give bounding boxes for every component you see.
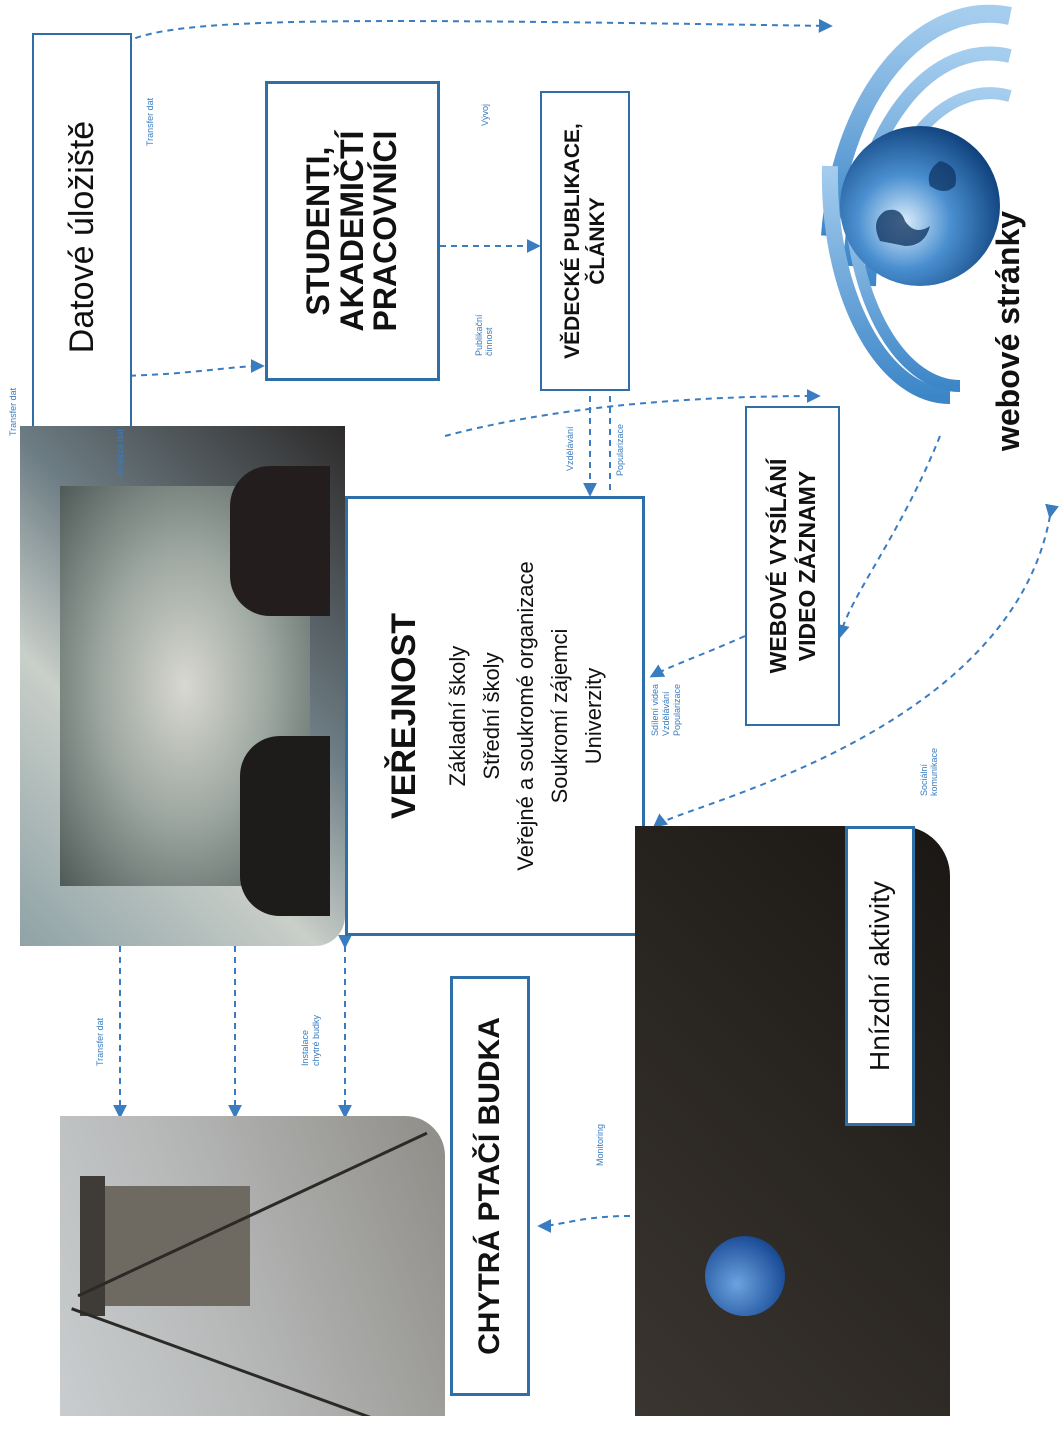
students-line-2: AKADEMIČTÍ <box>333 130 370 332</box>
label-publikacni: Publikační činnost <box>474 314 495 356</box>
data-storage-box: Datové úložiště <box>32 33 132 441</box>
webcast-line-1: WEBOVÉ VYSÍLÁNÍ <box>764 458 791 674</box>
edge-social <box>652 503 1059 828</box>
label-vzdelavani: Vzdělávání <box>565 426 575 471</box>
publications-box: VĚDECKÉ PUBLIKACE, ČLÁNKY <box>540 91 630 391</box>
label-vyvoj: Vývoj <box>480 103 490 126</box>
label-instalace-2: chytré budky <box>310 1014 321 1066</box>
label-monitoring: Monitoring <box>595 1123 605 1166</box>
public-item-5: Univerzity <box>581 667 607 765</box>
public-item-3: Veřejné a soukromé organizace <box>513 561 539 871</box>
label-sdileni: Sdílení videa Vzdělávání Popularizace <box>650 684 682 736</box>
public-title: VEŘEJNOST <box>385 613 424 819</box>
birdhouse-title: CHYTRÁ PTAČÍ BUDKA <box>473 1017 506 1355</box>
publications-line-1: VĚDECKÉ PUBLIKACE, <box>560 123 584 359</box>
label-sdileni-2: Vzdělávání <box>660 691 671 736</box>
edge-studenti-web <box>444 389 821 437</box>
label-publikacni-2: činnost <box>483 327 494 356</box>
label-popularizace: Popularizace <box>615 423 625 476</box>
public-photo <box>20 426 345 946</box>
label-transfer-budka: Transfer dat <box>95 1017 105 1066</box>
webcast-box: WEBOVÉ VYSÍLÁNÍ VIDEO ZÁZNAMY <box>745 406 840 726</box>
nesting-title: Hnízdní aktivity <box>864 881 895 1071</box>
public-item-1: Základní školy <box>445 645 471 787</box>
label-sdileni-3: Popularizace <box>671 683 682 736</box>
globe-icon <box>821 4 1012 405</box>
label-instalace: Instalace chytré budky <box>300 1015 322 1066</box>
edge-uloziste-web <box>99 18 833 77</box>
label-instalace-1: Instalace <box>300 1029 310 1066</box>
public-item-2: Střední školy <box>479 652 505 780</box>
label-socialni: Sociální komunikace <box>919 747 940 796</box>
public-box: VEŘEJNOST Základní školy Střední školy V… <box>345 496 645 936</box>
webcast-line-2: VIDEO ZÁZNAMY <box>793 470 820 662</box>
public-item-4: Soukromí zájemci <box>547 628 573 804</box>
birdhouse-photo <box>60 1116 445 1416</box>
websites-label: webové stránky <box>990 210 1026 451</box>
students-line-3: PRACOVNÍCI <box>367 130 404 332</box>
edge-vysilani-verejnost <box>649 635 746 678</box>
label-transfer-top: Transfer dat <box>8 387 18 436</box>
label-sdileni-1: Sdílení videa <box>650 683 660 736</box>
edge-hnizdni-budka <box>537 1215 631 1233</box>
students-line-1: STUDENTI, <box>300 146 337 316</box>
publications-line-2: ČLÁNKY <box>586 197 609 285</box>
nesting-box: Hnízdní aktivity <box>845 826 915 1126</box>
data-storage-title: Datové úložiště <box>62 120 101 354</box>
birdhouse-box: CHYTRÁ PTAČÍ BUDKA <box>450 976 530 1396</box>
label-analyza: Analýza dat <box>115 428 125 476</box>
edge-web-vysilani <box>835 435 941 639</box>
label-socialni-2: komunikace <box>928 747 939 796</box>
students-box: STUDENTI, AKADEMIČTÍ PRACOVNÍCI <box>265 81 440 381</box>
label-transfer-web: Transfer dat <box>145 97 155 146</box>
